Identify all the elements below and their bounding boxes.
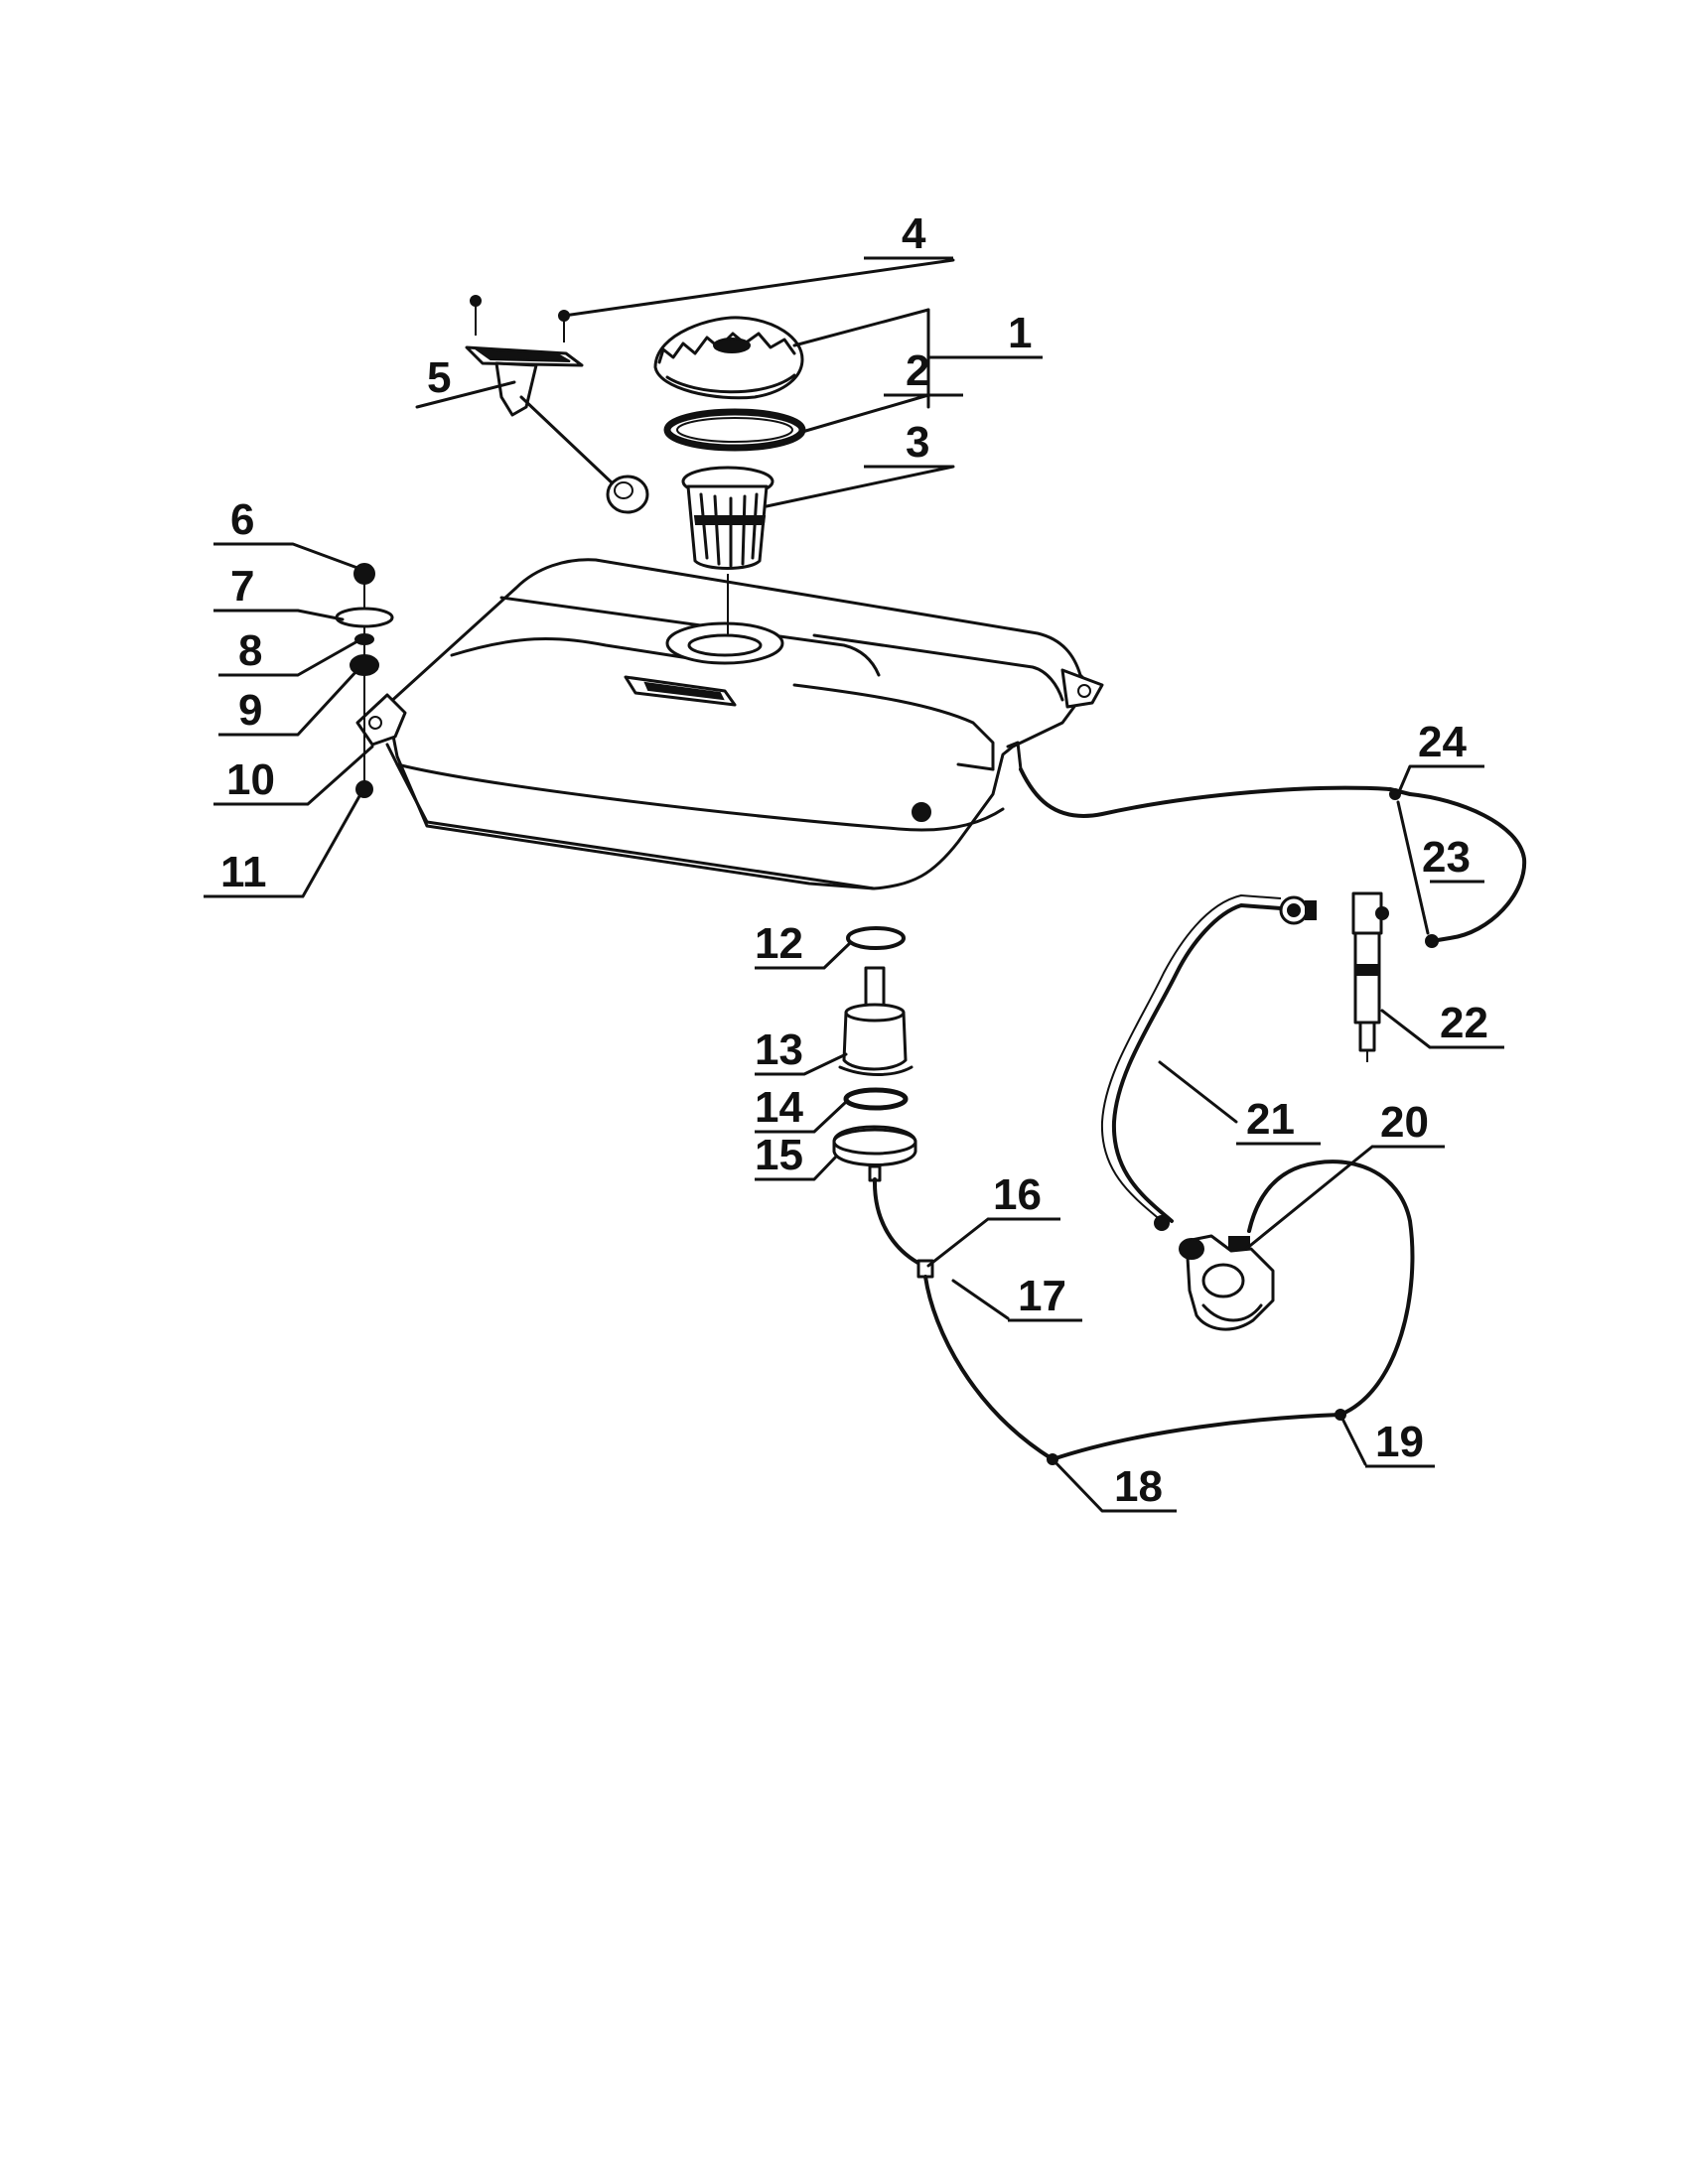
fuel-strainer [681,466,774,635]
callout-14: 14 [755,1083,803,1132]
callout-20: 20 [1380,1098,1429,1147]
callout-6: 6 [230,495,254,544]
callout-10: 10 [226,755,275,804]
callout-24: 24 [1418,718,1467,766]
fuel-filter-assembly [832,926,917,1182]
callout-15: 15 [755,1131,803,1179]
callout-4: 4 [902,209,926,258]
callout-23: 23 [1422,833,1471,882]
callout-1: 1 [1008,309,1032,357]
fuel-gauge-sender [465,295,649,514]
fuel-tank [355,558,1104,890]
nut [355,780,373,798]
callout-21: 21 [1246,1095,1295,1144]
callout-3: 3 [906,418,929,467]
callout-17: 17 [1018,1272,1066,1320]
filler-cap [653,316,804,400]
fuel-lines [872,767,1527,1465]
callout-5: 5 [427,353,451,402]
mounting-hardware-stack [335,563,394,798]
callout-9: 9 [238,686,262,735]
spring-washer [354,633,374,645]
callout-22: 22 [1440,999,1488,1047]
callout-19: 19 [1375,1418,1424,1466]
callout-2: 2 [906,346,929,395]
injector [1279,891,1389,1062]
leader-lines [204,256,1504,1513]
callout-labels: 1 2 3 4 5 6 7 8 9 10 11 12 13 14 15 16 1… [220,209,1488,1511]
callout-13: 13 [755,1025,803,1074]
callout-8: 8 [238,626,262,675]
callout-18: 18 [1114,1462,1163,1511]
callout-11: 11 [220,848,267,896]
callout-7: 7 [230,562,254,611]
washer [335,607,394,628]
callout-12: 12 [755,919,803,968]
cap-gasket [663,408,806,452]
injection-pump [1179,1234,1275,1331]
callout-16: 16 [993,1170,1042,1219]
